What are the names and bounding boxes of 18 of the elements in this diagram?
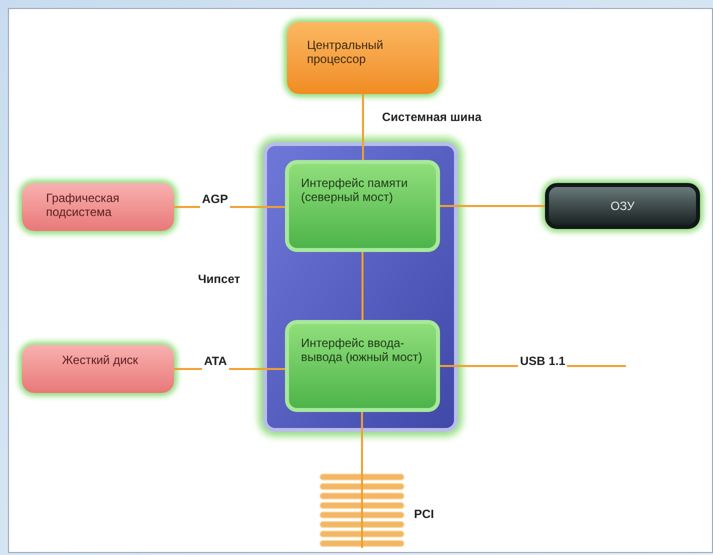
- node-label: ОЗУ: [610, 199, 635, 213]
- expansion-slots-drawing: [318, 470, 406, 548]
- component-box: [22, 183, 174, 231]
- component-box: [22, 345, 174, 393]
- node-label: Графическая подсистема: [46, 191, 120, 219]
- connector-line: [361, 412, 363, 470]
- node-label: Центральный процессор: [307, 38, 384, 66]
- node-label: Интерфейс памяти (северный мост): [301, 176, 409, 204]
- processor-box: [287, 22, 439, 94]
- connector-line: [440, 205, 545, 207]
- memory-module: [545, 183, 700, 229]
- bridge-box: [285, 160, 440, 252]
- chipset-box: [263, 142, 458, 432]
- connector-line: [362, 252, 364, 320]
- bridge-box: [285, 320, 440, 412]
- node-label: Интерфейс ввода-вывода (южный мост): [301, 336, 424, 364]
- node-label: Жесткий диск: [62, 353, 138, 367]
- connector-line: [362, 94, 364, 160]
